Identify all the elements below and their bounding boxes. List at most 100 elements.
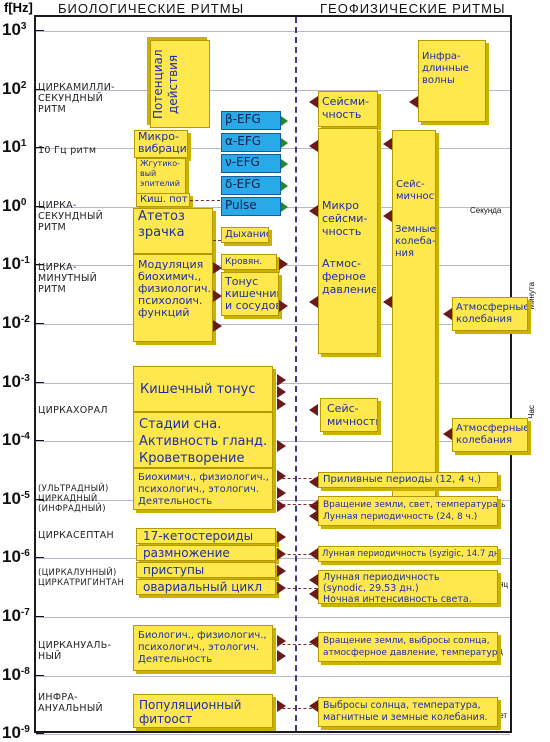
box-population: Популяционный фитоост [133, 694, 273, 728]
box-sleep-stages: Стадии сна. Активность гланд. Кроветворе… [133, 412, 273, 468]
box-blood-pressure: Кровян. давл. [221, 254, 277, 270]
connector-line [277, 554, 317, 555]
box-atm-oscillations-minute: Атмосферные колебания [452, 297, 528, 331]
decade-gridline [36, 617, 510, 618]
efg-delta: δ-EFG [221, 176, 281, 195]
box-lunar-synodic: Лунная периодичность (synodic, 29.53 дн.… [318, 570, 498, 604]
axis-title: f[Hz] [4, 0, 33, 15]
bio-marker-icon [213, 290, 222, 302]
box-atm-oscillations-hour: Атмосферные колебания [452, 418, 528, 452]
efg-nu: ν-EFG [221, 154, 281, 173]
geo-marker-icon [383, 138, 392, 150]
box-atm-pressure: Атмос- ферное давление [322, 257, 376, 296]
efg-arrow-icon [281, 159, 288, 169]
decade-gridline [36, 31, 510, 32]
bio-marker-icon [277, 531, 286, 543]
box-ovarian-cycle: овариальный цикл [136, 579, 276, 595]
y-tick-label: 101 [2, 137, 27, 157]
y-tick-label: 10-8 [2, 664, 30, 684]
box-earth-oscillations: Земные колеба- ния [395, 224, 435, 259]
box-lunar-syzygic: Лунная периодичность (syzigic, 14.7 дн.) [318, 546, 498, 562]
box-seismicity: Сейсми- чность [318, 91, 378, 127]
y-tick-label: 10-2 [2, 313, 30, 332]
efg-arrow-icon [281, 181, 288, 191]
bio-marker-icon [277, 700, 286, 712]
period-minute: Минута [527, 282, 536, 310]
geo-marker-icon [383, 296, 392, 308]
geo-marker-icon [383, 210, 392, 222]
rhythm-name-infraannual: ИНФРА- АНУАЛЬНЫЙ [38, 692, 103, 714]
rhythm-name-circamilli: ЦИРКАМИЛЛИ- СЕКУНДНЫЙ РИТМ [38, 82, 115, 115]
bio-marker-icon [277, 650, 286, 662]
geo-marker-icon [309, 96, 318, 108]
box-action-potential: Потенциал действия [150, 40, 210, 128]
y-tick-label: 10-7 [2, 606, 30, 625]
bio-marker-icon [213, 320, 222, 332]
y-tick-label: 10-3 [2, 371, 30, 391]
bio-marker-icon [277, 500, 286, 512]
header-geo: ГЕОФИЗИЧЕСКИЕ РИТМЫ [320, 1, 506, 16]
y-tick-label: 103 [2, 20, 27, 39]
y-tick-label: 102 [2, 78, 27, 98]
period-second: Секунда [470, 206, 502, 215]
connector-line [190, 200, 220, 201]
rhythm-name-circaseptan: ЦИРКАСЕПТАН [38, 530, 114, 541]
efg-alpha: α-EFG [221, 133, 281, 152]
box-microvibration: Микро- вибрация [134, 130, 188, 158]
y-tick-label: 10-5 [2, 488, 30, 508]
efg-arrow-icon [281, 202, 288, 212]
rhythm-name-circahoral: ЦИРКАХОРАЛ [38, 405, 108, 416]
geo-marker-icon [309, 510, 318, 522]
y-tick-label: 10-1 [2, 254, 30, 274]
decade-gridline [36, 675, 510, 677]
box-tidal-periods: Приливные периоды (12, 4 ч.) [318, 472, 498, 488]
geo-marker-icon [443, 428, 452, 440]
geo-marker-icon [443, 308, 452, 320]
geo-marker-icon [309, 574, 318, 586]
connector-line [277, 478, 317, 479]
connector-line [277, 588, 317, 589]
header-bio: БИОЛОГИЧЕСКИЕ РИТМЫ [58, 1, 245, 16]
bio-marker-icon [277, 470, 286, 482]
geo-marker-icon [309, 476, 318, 488]
box-earth-rotation-annual: Вращение земли, выбросы солнца, атмосфер… [318, 632, 498, 662]
geo-marker-icon [309, 636, 318, 648]
box-modulation: Модуляция биохимич., физиологич., психол… [133, 254, 213, 342]
box-athetosis: Атетоз зрачка [133, 208, 213, 254]
period-hour: Час [527, 405, 536, 419]
bio-marker-icon [277, 635, 286, 647]
geo-marker-icon [309, 588, 318, 600]
y-tick-label: 10-4 [2, 430, 30, 450]
box-biochem-annual: Биологич., физиологич., психологич., это… [133, 625, 273, 671]
decade-gridline [36, 499, 510, 501]
efg-arrow-icon [281, 116, 288, 126]
bio-marker-icon [279, 258, 288, 270]
box-epilepsy: приступы эпилепсии [136, 562, 276, 578]
decade-gridline [36, 324, 510, 325]
bio-marker-icon [277, 440, 286, 452]
bio-marker-icon [277, 487, 286, 499]
geo-marker-icon [309, 404, 318, 416]
geo-marker-icon [309, 205, 318, 217]
box-seismicity-earth: Сейс- мичность [392, 130, 436, 500]
box-earth-rotation: Вращение земли, свет, температура. Лунна… [318, 496, 498, 526]
box-seismicity-hourly: Сейс- мичность [320, 398, 378, 432]
rhythm-name-circasecond: ЦИРКА- СЕКУНДНЫЙ РИТМ [38, 200, 104, 233]
box-infra-long-waves: Инфра- длинные волны [418, 40, 486, 122]
bio-marker-icon [213, 262, 222, 274]
rhythm-name-circatrigintan: (ЦИРКАЛУННЫЙ) ЦИРКАТРИГИНТАН [38, 568, 125, 588]
box-gut-potential: Киш. пот [136, 193, 190, 207]
connector-line [277, 708, 317, 709]
geo-marker-icon [309, 140, 318, 152]
box-microseismicity: Микро сейсми- чность [318, 128, 378, 354]
geo-marker-icon [309, 296, 318, 308]
box-ciliary: Жгутико- вый эпителий [136, 158, 186, 194]
decade-gridline [36, 734, 510, 736]
rhythm-name-circannual: ЦИРКАНУАЛЬ- НЫЙ [38, 640, 112, 662]
geo-marker-icon [409, 96, 418, 108]
box-17-ketosteroids: 17-кетостероиды [136, 528, 276, 544]
y-tick-label: 10-9 [2, 723, 30, 742]
efg-pulse: Pulse [221, 197, 281, 216]
y-tick-label: 100 [2, 195, 27, 215]
box-tonus: Тонус кишечника и сосудов. [221, 272, 279, 316]
